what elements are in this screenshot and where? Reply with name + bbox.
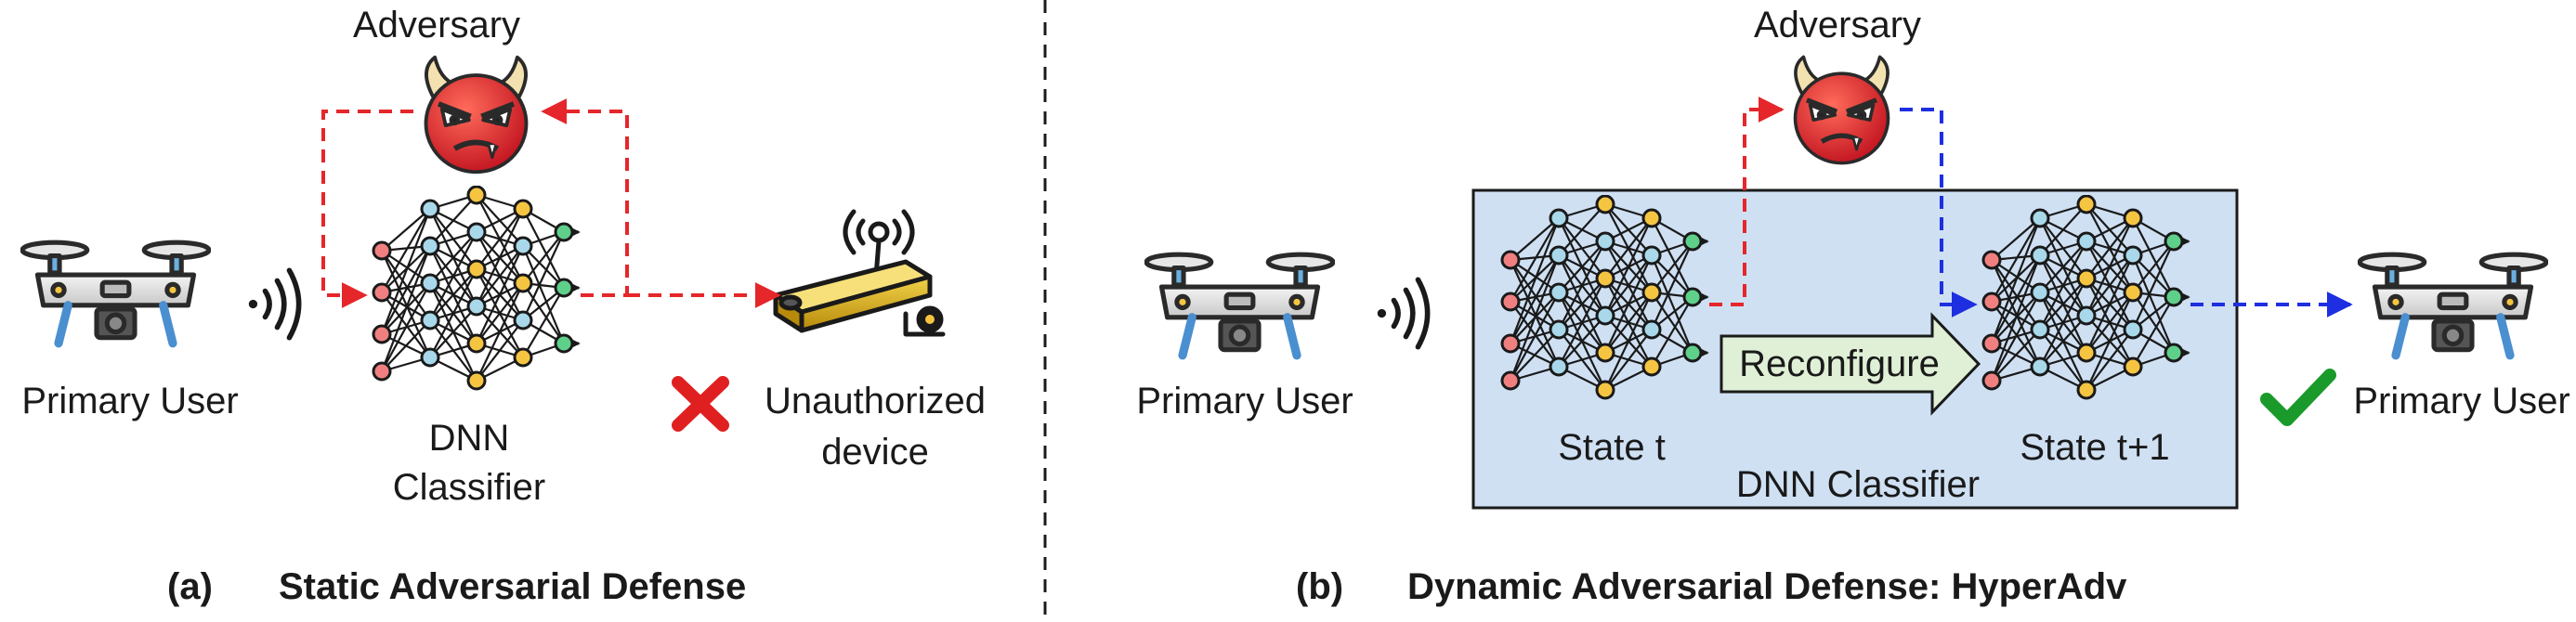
caption-b-letter: (b) — [1296, 566, 1343, 607]
dnn-classifier-network-icon — [373, 187, 579, 389]
attack-arrow-b — [1709, 97, 1785, 306]
caption-b-title: Dynamic Adversarial Defense: HyperAdv — [1407, 566, 2127, 607]
drone-icon — [22, 242, 209, 343]
state-t1-label: State t+1 — [2020, 427, 2169, 468]
unauthorized-router-icon — [776, 212, 943, 334]
dnn-classifier-label-line2: Classifier — [393, 467, 545, 508]
check-icon — [2260, 369, 2336, 426]
target-primary-user-label: Primary User — [2353, 381, 2569, 421]
signal-waves-icon — [249, 270, 299, 337]
reconfigure-arrow: Reconfigure — [1720, 312, 1981, 416]
caption-a-letter: (a) — [167, 566, 213, 607]
adversary-devil-icon — [426, 58, 527, 172]
drone-icon — [2360, 254, 2546, 356]
adversary-label-b: Adversary — [1754, 5, 1921, 45]
cross-icon — [672, 376, 729, 432]
dnn-classifier-box-label: DNN Classifier — [1736, 464, 1980, 505]
attack-arrows-a — [321, 98, 781, 308]
adversary-label-a: Adversary — [353, 5, 520, 45]
unauthorized-device-label-line2: device — [821, 432, 929, 473]
drone-icon — [1146, 254, 1333, 356]
caption-a-title: Static Adversarial Defense — [279, 566, 746, 607]
state-t-label: State t — [1558, 427, 1666, 468]
panel-a-static-defense: Adversary Primary User DNN Classifier Un… — [21, 5, 986, 607]
adversary-devil-icon — [1796, 57, 1889, 162]
defense-arrows-b — [1900, 108, 2353, 317]
reconfigure-label: Reconfigure — [1739, 343, 1940, 384]
dnn-classifier-label-line1: DNN — [429, 418, 510, 459]
primary-user-label-a: Primary User — [21, 381, 238, 421]
primary-user-label-b: Primary User — [1136, 381, 1353, 421]
unauthorized-device-label-line1: Unauthorized — [765, 381, 986, 421]
signal-waves-icon — [1378, 279, 1428, 346]
panel-b-dynamic-defense: Adversary Primary User Reconfigure State… — [1136, 5, 2569, 607]
